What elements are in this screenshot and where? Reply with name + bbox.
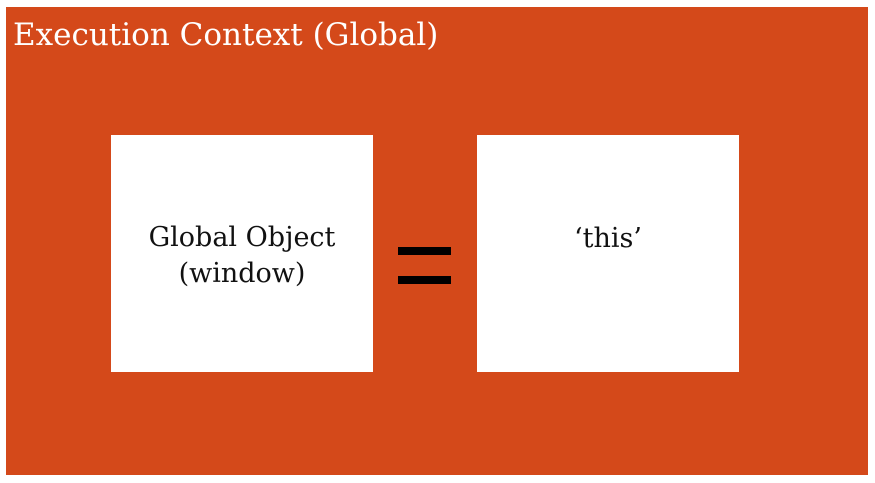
global-object-label: Global Object (window)	[149, 220, 336, 290]
global-object-label-line2: (window)	[178, 257, 306, 289]
global-object-box: Global Object (window)	[111, 135, 373, 372]
this-box: ‘this’	[477, 135, 739, 372]
equals-sign	[398, 247, 451, 285]
equals-sign-bottom-bar	[398, 276, 451, 284]
global-object-label-line1: Global Object	[148, 222, 336, 254]
equals-sign-top-bar	[398, 247, 451, 255]
this-label: ‘this’	[574, 222, 642, 254]
context-title: Execution Context (Global)	[13, 17, 439, 53]
execution-context-panel: Execution Context (Global) Global Object…	[6, 7, 868, 475]
